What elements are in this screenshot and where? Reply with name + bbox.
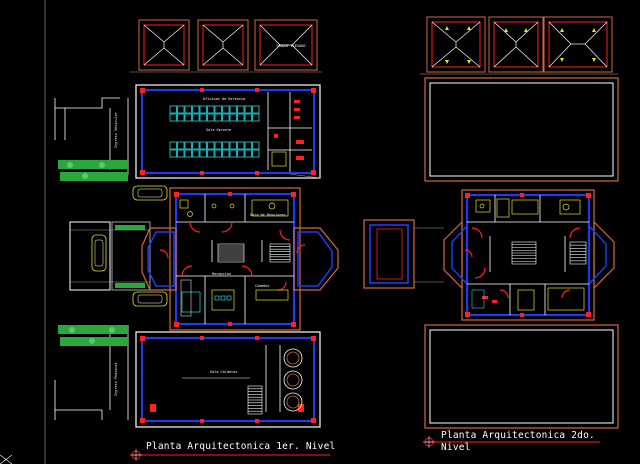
label-gate-left: Ingreso Vehicular	[114, 112, 118, 148]
label-gate-left2: Ingreso Peatonal	[114, 362, 118, 396]
main-building	[141, 187, 339, 331]
roof-boxes	[130, 19, 322, 73]
left-annex-2	[363, 219, 444, 289]
main-building-2	[443, 189, 615, 321]
label-office-sub: Sala Gerente	[206, 128, 232, 132]
bottom-building	[135, 331, 321, 428]
green-hedges	[58, 160, 145, 346]
entry-canopy	[69, 221, 151, 291]
second-floor-title-line2: Nivel	[441, 442, 471, 453]
label-room-c: Recepcion	[212, 272, 231, 276]
first-floor-title: Planta Arquitectonica 1er. Nivel	[146, 441, 336, 452]
first-floor-plan	[0, 0, 339, 464]
top-building	[135, 84, 321, 179]
label-roof-right: TANQUE ELEVADO	[276, 44, 306, 48]
second-title-underline	[423, 436, 600, 448]
street-lines	[0, 0, 129, 464]
upper-block-2	[424, 77, 619, 182]
label-room-d: Comedor	[255, 284, 270, 288]
lower-block-2	[424, 324, 619, 429]
label-warehouse: Sala Calderas	[210, 370, 238, 374]
second-floor-title-line1: Planta Arquitectonica 2do.	[441, 430, 595, 441]
roof-boxes-2	[420, 16, 618, 75]
first-title-underline	[130, 449, 330, 461]
label-meeting: Sala de Reuniones	[250, 213, 286, 217]
second-floor-plan	[363, 16, 619, 448]
cars	[91, 185, 168, 307]
label-office-top: Oficinas de Gerencia	[203, 97, 246, 101]
